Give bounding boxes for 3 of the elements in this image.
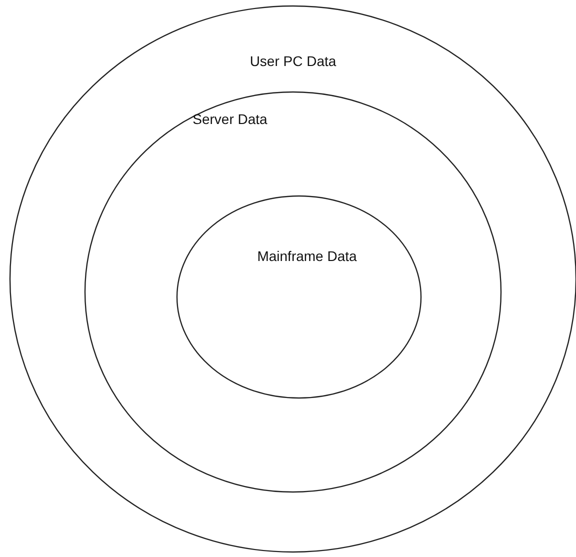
layer-label: Server Data (192, 110, 268, 128)
layer-label: User PC Data (248, 52, 338, 70)
layer-label: Mainframe Data (256, 247, 358, 266)
